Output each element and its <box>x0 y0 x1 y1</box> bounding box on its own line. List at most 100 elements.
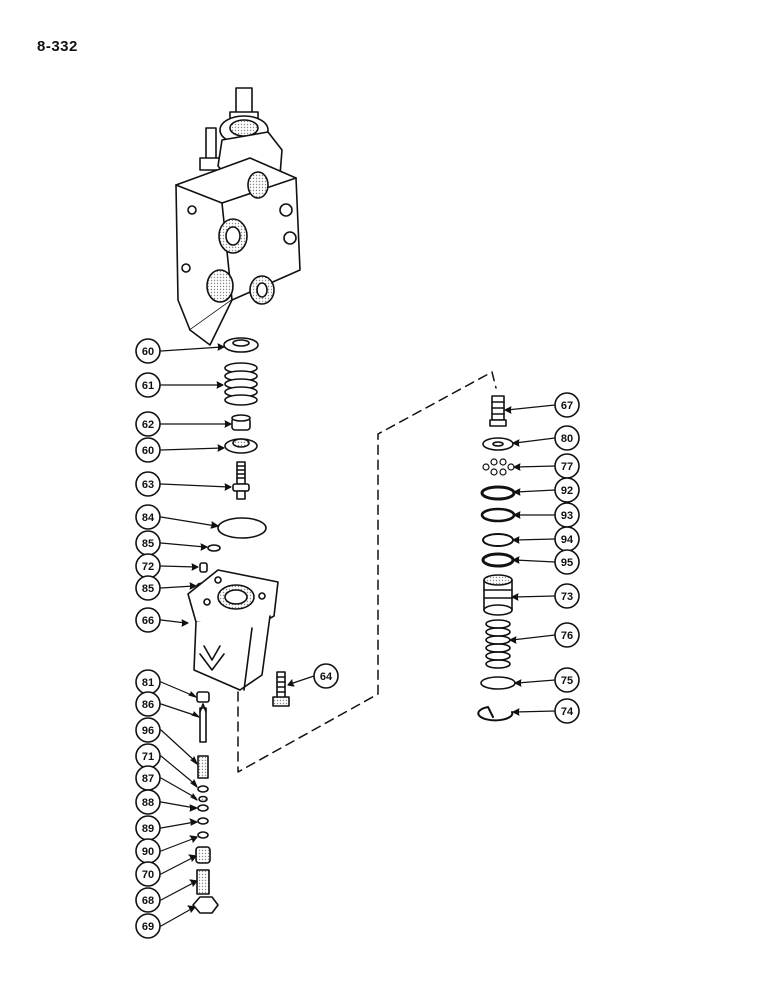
assembly-path-dashed <box>237 371 497 773</box>
svg-text:75: 75 <box>561 675 573 687</box>
callout-85-lower: 85 <box>135 575 161 601</box>
svg-text:71: 71 <box>142 751 154 763</box>
valve-section-housing <box>175 87 301 346</box>
callout-93: 93 <box>554 502 580 528</box>
part-detent-spring <box>485 619 511 669</box>
svg-text:80: 80 <box>561 433 573 445</box>
part-washer-88 <box>197 804 209 812</box>
part-centering-spring <box>224 362 258 406</box>
part-backup-ring <box>197 785 209 793</box>
part-o-ring-small-upper <box>207 544 221 552</box>
part-spring-seat-lower <box>224 438 258 454</box>
callout-69: 69 <box>135 913 161 939</box>
svg-text:88: 88 <box>142 797 154 809</box>
part-ring-95 <box>481 552 515 568</box>
callout-68: 68 <box>135 887 161 913</box>
callout-84: 84 <box>135 504 161 530</box>
svg-text:62: 62 <box>142 419 154 431</box>
svg-text:63: 63 <box>142 479 154 491</box>
svg-text:73: 73 <box>561 591 573 603</box>
part-ring-93 <box>480 507 516 523</box>
part-detent-sleeve <box>483 574 513 616</box>
part-lock-nut <box>192 896 219 914</box>
part-end-cap <box>187 569 279 691</box>
svg-text:60: 60 <box>142 346 154 358</box>
part-o-ring-large <box>217 517 267 539</box>
svg-text:77: 77 <box>561 461 573 473</box>
part-retainer-disc <box>480 676 516 690</box>
callout-60-upper: 60 <box>135 338 161 364</box>
svg-text:95: 95 <box>561 557 573 569</box>
callout-74: 74 <box>554 698 580 724</box>
callout-73: 73 <box>554 583 580 609</box>
part-cap-screw <box>272 671 290 707</box>
part-plug <box>199 562 208 573</box>
svg-text:76: 76 <box>561 630 573 642</box>
callout-81: 81 <box>135 669 161 695</box>
svg-text:66: 66 <box>142 615 154 627</box>
callout-77: 77 <box>554 453 580 479</box>
part-spacer <box>231 414 251 431</box>
part-ring-90 <box>197 831 209 839</box>
callout-92: 92 <box>554 477 580 503</box>
callout-64: 64 <box>313 663 339 689</box>
callout-67: 67 <box>554 392 580 418</box>
svg-text:94: 94 <box>561 534 574 546</box>
svg-text:68: 68 <box>142 895 154 907</box>
part-detent-plunger <box>489 395 507 427</box>
callout-76: 76 <box>554 622 580 648</box>
callout-66: 66 <box>135 607 161 633</box>
callout-70: 70 <box>135 861 161 887</box>
part-washer-87 <box>198 795 208 803</box>
callout-86: 86 <box>135 691 161 717</box>
svg-text:93: 93 <box>561 510 573 522</box>
part-relief-cap <box>196 691 210 703</box>
svg-text:85: 85 <box>142 538 154 550</box>
callout-60-lower: 60 <box>135 437 161 463</box>
part-detent-washer <box>482 437 514 451</box>
callout-90: 90 <box>135 838 161 864</box>
part-spool-bolt <box>232 461 250 500</box>
part-snap-ring <box>477 706 514 722</box>
callout-80: 80 <box>554 425 580 451</box>
callout-71: 71 <box>135 743 161 769</box>
svg-text:84: 84 <box>142 512 155 524</box>
part-detent-balls <box>482 458 515 476</box>
callout-61: 61 <box>135 372 161 398</box>
svg-text:92: 92 <box>561 485 573 497</box>
part-ring-92 <box>480 485 516 501</box>
page-number: 8-332 <box>37 38 78 55</box>
callout-72: 72 <box>135 553 161 579</box>
svg-text:89: 89 <box>142 823 154 835</box>
part-relief-pin <box>199 703 207 743</box>
callout-89: 89 <box>135 815 161 841</box>
svg-text:72: 72 <box>142 561 154 573</box>
callout-95: 95 <box>554 549 580 575</box>
callout-87: 87 <box>135 765 161 791</box>
svg-text:86: 86 <box>142 699 154 711</box>
callout-94: 94 <box>554 526 580 552</box>
callout-75: 75 <box>554 667 580 693</box>
svg-text:69: 69 <box>142 921 154 933</box>
callout-62: 62 <box>135 411 161 437</box>
svg-text:70: 70 <box>142 869 154 881</box>
svg-text:67: 67 <box>561 400 573 412</box>
svg-text:90: 90 <box>142 846 154 858</box>
part-spring-seat-upper <box>223 337 259 353</box>
svg-text:74: 74 <box>561 706 574 718</box>
svg-text:96: 96 <box>142 725 154 737</box>
part-adjusting-screw <box>196 869 210 895</box>
callout-63: 63 <box>135 471 161 497</box>
part-ring-89 <box>197 817 209 825</box>
part-ring-94 <box>482 533 514 547</box>
svg-text:61: 61 <box>142 380 154 392</box>
callout-88: 88 <box>135 789 161 815</box>
svg-text:81: 81 <box>142 677 154 689</box>
part-sleeve <box>195 846 211 864</box>
callout-85-upper: 85 <box>135 530 161 556</box>
svg-text:64: 64 <box>320 671 333 683</box>
callout-96: 96 <box>135 717 161 743</box>
leader-lines <box>160 343 556 927</box>
svg-text:87: 87 <box>142 773 154 785</box>
